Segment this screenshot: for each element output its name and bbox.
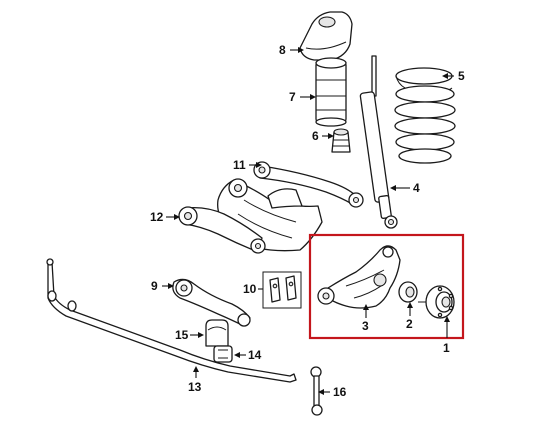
highlight-box <box>308 233 465 340</box>
callout-2: 2 <box>406 317 413 331</box>
part-6-bump-stop <box>331 128 351 153</box>
callout-12: 12 <box>150 210 164 224</box>
part-7-dust-boot <box>315 57 347 127</box>
callout-labels: 8 7 6 5 4 11 12 9 10 15 14 13 16 3 2 1 <box>150 43 465 399</box>
part-5-coil-spring <box>394 67 456 164</box>
callout-13: 13 <box>188 380 202 394</box>
callout-8: 8 <box>279 43 286 57</box>
part-11-upper-arm <box>253 161 364 208</box>
callout-9: 9 <box>151 279 158 293</box>
callout-1: 1 <box>443 341 450 355</box>
part-14-bushing <box>213 345 233 363</box>
part-9-trailing-link <box>172 278 251 327</box>
part-15-clamp <box>205 319 229 347</box>
callout-4: 4 <box>413 181 420 195</box>
part-16-stabilizer-link <box>310 366 323 416</box>
callout-15: 15 <box>175 328 189 342</box>
part-1-wheel-hub <box>418 285 455 319</box>
part-10-brackets <box>262 271 302 309</box>
callout-6: 6 <box>312 129 319 143</box>
callout-3: 3 <box>362 319 369 333</box>
leader-lines <box>162 47 454 395</box>
callout-11: 11 <box>233 158 246 172</box>
callout-14: 14 <box>248 348 262 362</box>
part-3-knuckle <box>317 245 401 309</box>
part-12-lower-arm <box>178 206 266 254</box>
callout-7: 7 <box>289 90 296 104</box>
part-2-bearing <box>398 281 418 303</box>
callout-5: 5 <box>458 69 465 83</box>
part-13-stabilizer-bar <box>46 258 297 383</box>
part-4-shock-absorber <box>359 55 398 229</box>
part-8-upper-mount <box>299 11 353 61</box>
callout-10: 10 <box>243 282 257 296</box>
callout-16: 16 <box>333 385 347 399</box>
